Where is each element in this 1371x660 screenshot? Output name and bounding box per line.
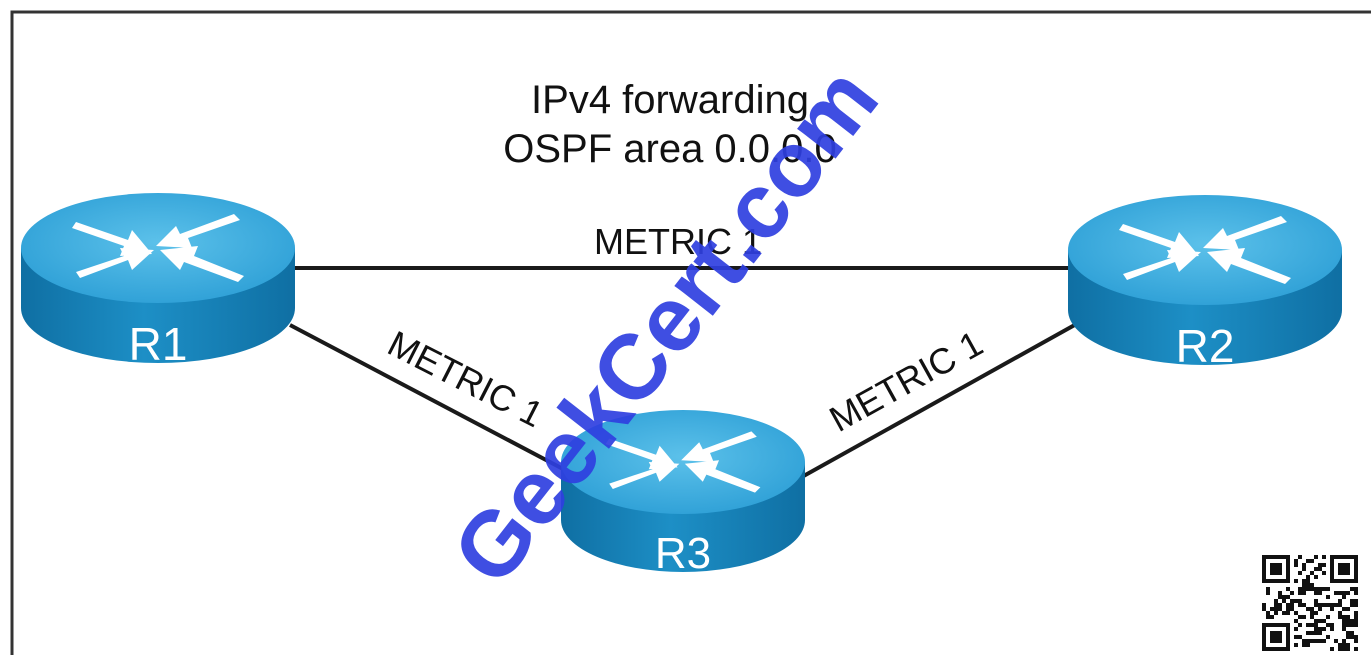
title-line-2: OSPF area 0.0.0.0: [503, 127, 837, 171]
router-label-r3: R3: [655, 529, 711, 578]
router-label-r2: R2: [1176, 320, 1235, 372]
title-line-1: IPv4 forwarding: [531, 78, 809, 122]
link-r3-r2: [799, 320, 1081, 480]
router-label-r1: R1: [129, 318, 188, 370]
router-r1[interactable]: R1: [21, 193, 295, 370]
router-r3[interactable]: R3: [561, 410, 805, 578]
router-r2[interactable]: R2: [1068, 195, 1342, 372]
diagram-frame: [10, 10, 1371, 660]
link-r1-r3: [289, 323, 566, 472]
qr-code-icon: [1262, 555, 1358, 651]
link-label-r3-r2: METRIC 1: [823, 322, 990, 439]
link-label-r1-r2: METRIC 1: [594, 221, 762, 262]
